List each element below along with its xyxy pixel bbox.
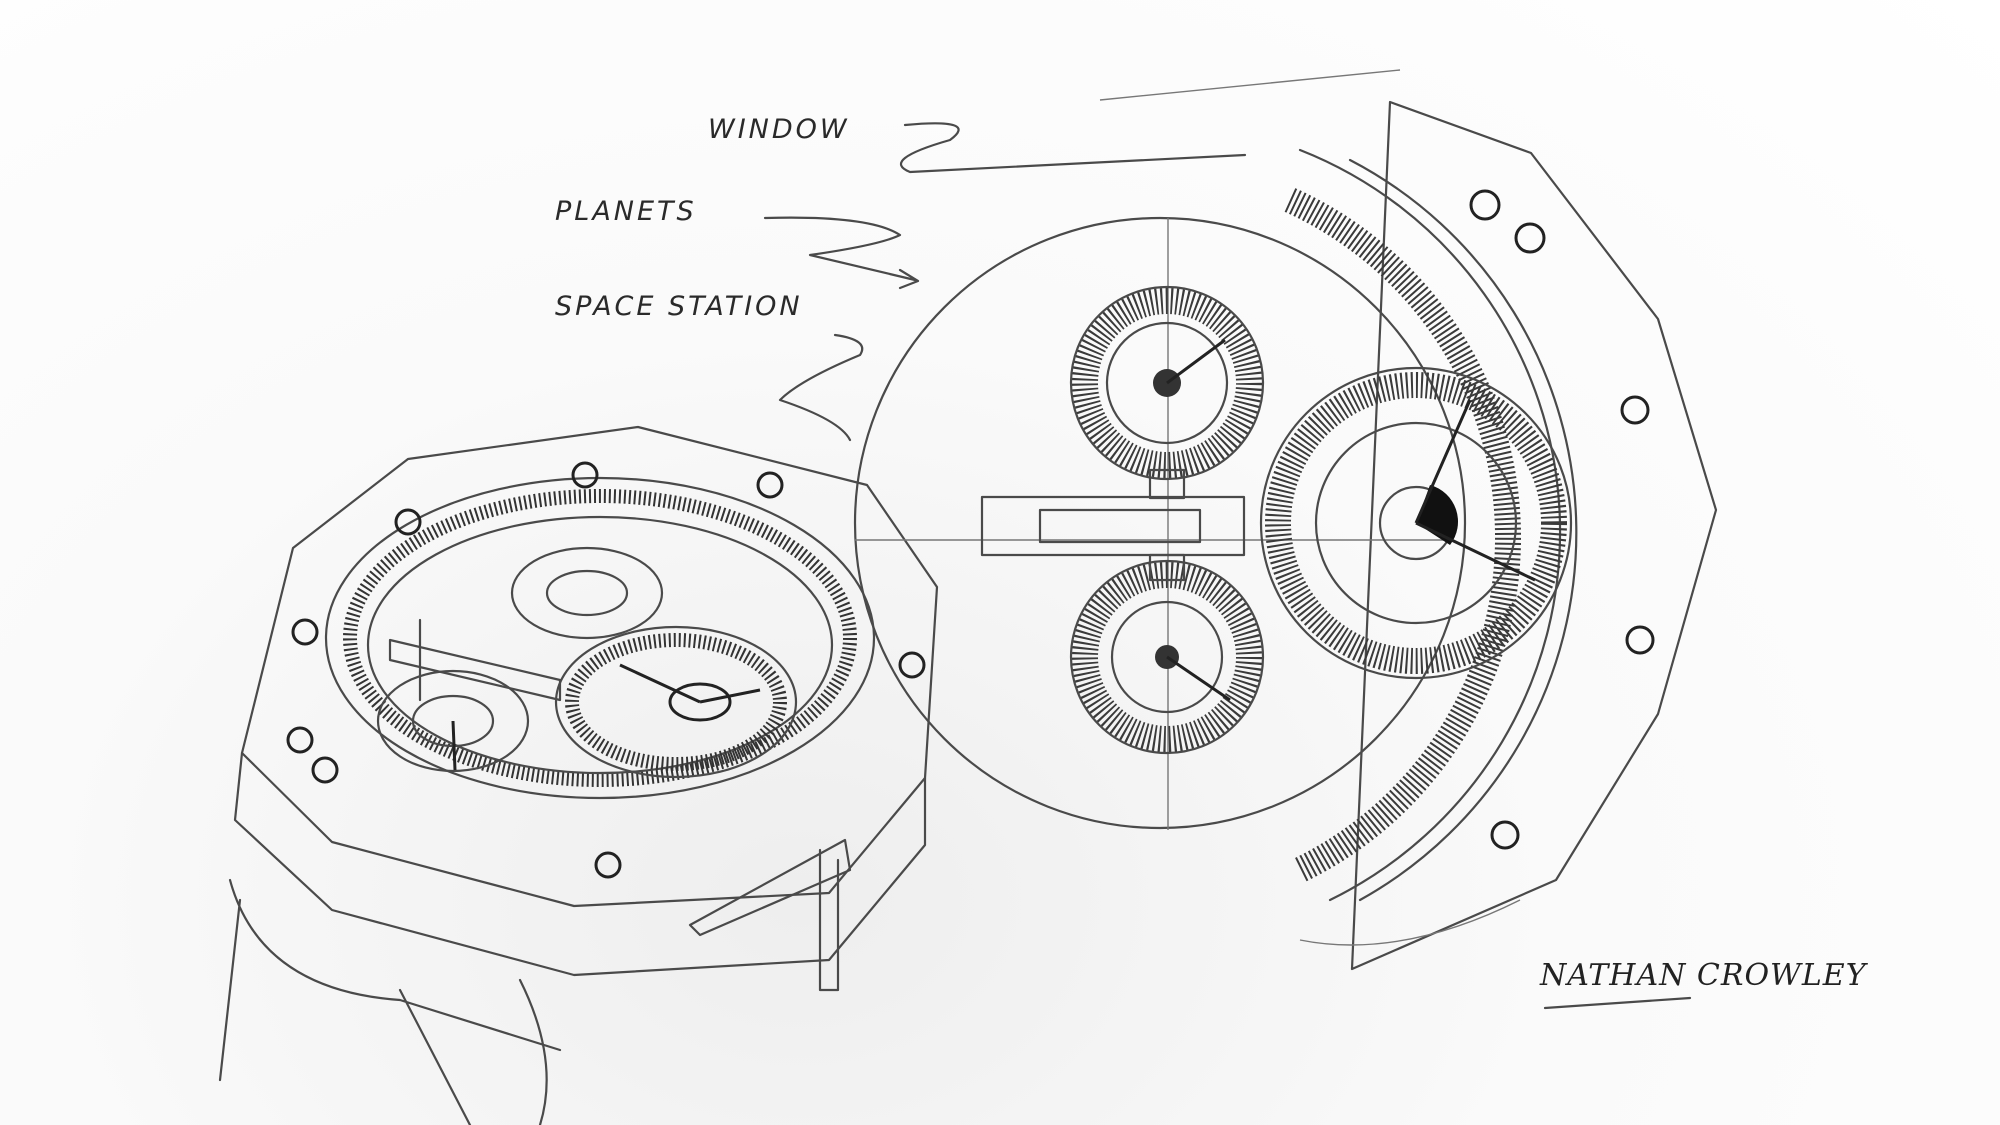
label-window: WINDOW (708, 114, 850, 145)
subdial-right (1259, 366, 1573, 680)
right-watch (853, 69, 1718, 971)
left-watch-screws (286, 461, 926, 879)
label-space-station: SPACE STATION (555, 291, 803, 322)
space-station-bar (980, 468, 1246, 582)
annotation-arrows (763, 122, 1247, 442)
label-planets: PLANETS (555, 196, 697, 227)
subdial-top (1069, 285, 1265, 481)
artist-signature: NATHAN CROWLEY (1539, 958, 1869, 1010)
subdial-bottom (1069, 559, 1265, 755)
left-watch-case (218, 425, 939, 1125)
right-watch-screws (1469, 189, 1655, 850)
signature-text: NATHAN CROWLEY (1539, 958, 1869, 993)
